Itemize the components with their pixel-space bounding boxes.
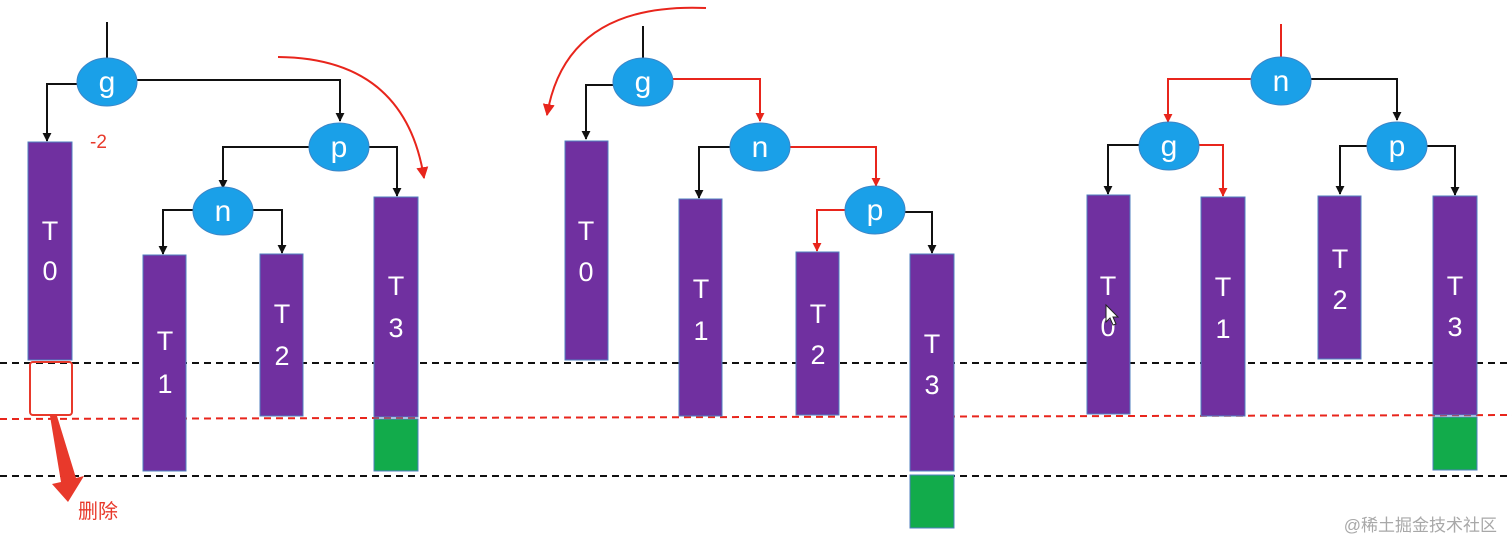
node-p — [844, 185, 906, 235]
subtree-t2-label-bottom: 2 — [274, 341, 289, 371]
delete-arrow — [50, 416, 84, 502]
subtree-t0-label-bottom: 0 — [578, 257, 593, 287]
subtree-t1-label-top: T — [157, 326, 174, 356]
subtree-t1 — [1200, 196, 1246, 417]
stage-1-links — [42, 22, 402, 255]
right-rotation-arrow — [542, 6, 707, 117]
node-p-label: p — [867, 194, 884, 227]
subtree-t2-label-top: T — [1332, 244, 1349, 274]
subtree-t3-label-bottom: 3 — [1447, 312, 1462, 342]
node-n-label: n — [1273, 65, 1290, 98]
stage-3: T 0 T 1 T 2 T 3 n g p — [1086, 24, 1478, 471]
subtree-t3-label-bottom: 3 — [388, 313, 403, 343]
stage-3-links — [1103, 24, 1460, 197]
subtree-t0 — [564, 140, 609, 361]
node-n-label: n — [752, 131, 769, 164]
node-p-label: p — [331, 131, 348, 164]
subtree-t1-label-bottom: 1 — [157, 369, 172, 399]
subtree-t2 — [259, 253, 304, 417]
subtree-t3-label-top: T — [388, 271, 405, 301]
delete-label: 删除 — [78, 500, 118, 523]
stage-1: T 0 删除 -2 T 1 T 2 T 3 g p n — [27, 22, 429, 523]
subtree-t1 — [142, 254, 187, 472]
subtree-t2-label-bottom: 2 — [1332, 285, 1347, 315]
stage-2-links — [581, 26, 937, 254]
node-p — [308, 122, 370, 172]
node-n — [729, 122, 791, 172]
subtree-t2 — [795, 251, 840, 416]
subtree-t2-label-bottom: 2 — [810, 340, 825, 370]
subtree-t0-label-bottom: 0 — [42, 256, 57, 286]
subtree-t3 — [1432, 195, 1478, 416]
level-line-middle — [0, 414, 1512, 420]
mouse-cursor-icon — [1105, 303, 1120, 326]
node-g — [76, 57, 138, 107]
node-n — [1250, 56, 1312, 106]
subtree-t0-label-top: T — [42, 216, 59, 246]
subtree-t3 — [373, 196, 419, 418]
node-g-label: g — [635, 66, 652, 99]
subtree-t2 — [1317, 195, 1362, 360]
subtree-t3-extra-level — [1432, 416, 1478, 471]
subtree-t1-label-bottom: 1 — [693, 316, 708, 346]
stage-2: T 0 T 1 T 2 T 3 g n p — [542, 6, 955, 529]
subtree-t0 — [1086, 194, 1131, 415]
subtree-t3-extra-level — [373, 418, 419, 472]
subtree-t2-label-top: T — [274, 299, 291, 329]
subtree-t1-label-bottom: 1 — [1215, 314, 1230, 344]
watermark: @稀土掘金技术社区 — [1344, 516, 1497, 535]
node-g-label: g — [99, 66, 116, 99]
balance-factor-label: -2 — [90, 132, 107, 153]
subtree-t1-label-top: T — [693, 274, 710, 304]
node-g-label: g — [1161, 130, 1178, 163]
subtree-t3-label-top: T — [1447, 271, 1464, 301]
node-g — [1138, 121, 1200, 171]
subtree-t0-label-top: T — [1100, 271, 1117, 301]
node-n — [192, 186, 254, 236]
subtree-t3-extra-level — [909, 474, 955, 529]
subtree-t1 — [678, 198, 723, 417]
deleted-slot — [29, 361, 73, 416]
node-n-label: n — [215, 195, 232, 228]
subtree-t1-label-top: T — [1215, 272, 1232, 302]
subtree-t3 — [909, 253, 955, 472]
node-p — [1366, 121, 1428, 171]
subtree-t2-label-top: T — [810, 299, 827, 329]
subtree-t0-label-top: T — [578, 216, 595, 246]
subtree-t3-label-top: T — [924, 329, 941, 359]
node-g — [612, 57, 674, 107]
subtree-t0 — [27, 141, 73, 361]
node-p-label: p — [1389, 130, 1406, 163]
left-rotation-arrow — [277, 56, 429, 180]
subtree-t3-label-bottom: 3 — [924, 370, 939, 400]
